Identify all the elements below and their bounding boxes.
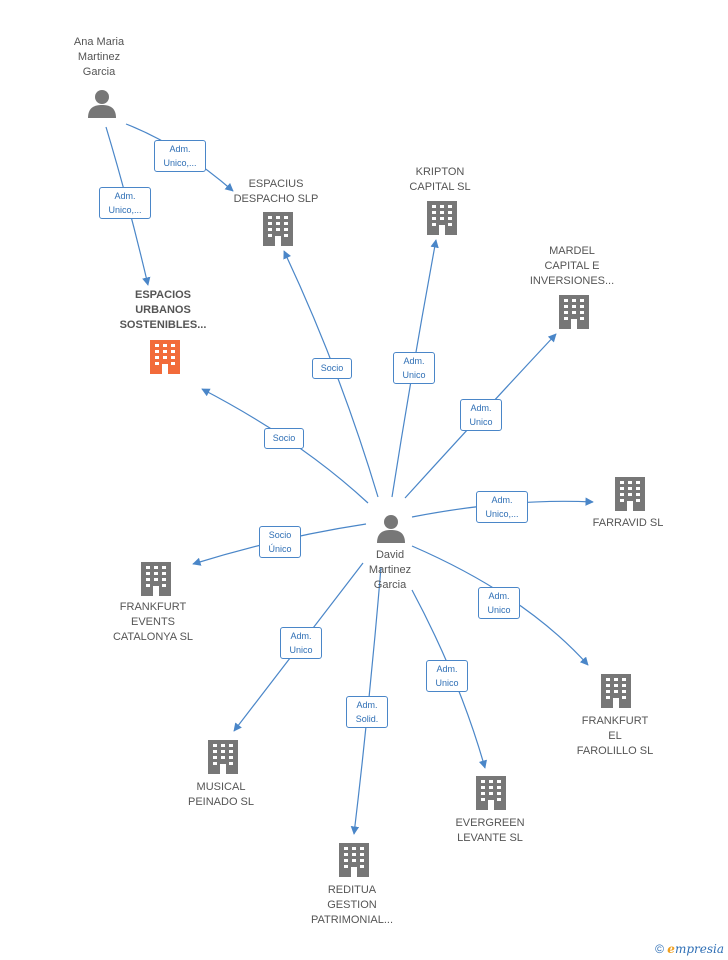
edge-label-david-frankfurt-events: Socio Único bbox=[259, 526, 301, 558]
edge-label-david-mardel: Adm. Unico bbox=[460, 399, 502, 431]
building-icon[interactable] bbox=[559, 295, 589, 329]
node-label-evergreen[interactable]: EVERGREEN LEVANTE SL bbox=[455, 817, 525, 844]
node-label-mardel[interactable]: MARDEL CAPITAL E INVERSIONES... bbox=[529, 245, 615, 287]
person-icon[interactable] bbox=[88, 90, 116, 118]
node-label-reditua[interactable]: REDITUA GESTION PATRIMONIAL... bbox=[310, 884, 394, 926]
node-label-ana[interactable]: Ana Maria Martinez Garcia bbox=[73, 36, 125, 78]
edge-label-david-evergreen: Adm. Unico bbox=[426, 660, 468, 692]
copyright-icon: © bbox=[655, 942, 664, 956]
node-label-espacios[interactable]: ESPACIOS URBANOS SOSTENIBLES... bbox=[119, 289, 207, 331]
edge-label-david-musical: Adm. Unico bbox=[280, 627, 322, 659]
edge-label-david-farravid: Adm. Unico,... bbox=[476, 491, 528, 523]
building-icon[interactable] bbox=[476, 776, 506, 810]
node-label-frankfurt-farolillo[interactable]: FRANKFURT EL FAROLILLO SL bbox=[576, 715, 654, 757]
node-label-farravid[interactable]: FARRAVID SL bbox=[592, 517, 664, 529]
edge-label-david-espacios: Socio bbox=[264, 428, 304, 449]
edge-label-ana-espacios: Adm. Unico,... bbox=[99, 187, 151, 219]
brand-logo[interactable]: empresia bbox=[667, 942, 724, 956]
building-icon[interactable] bbox=[339, 843, 369, 877]
building-icon[interactable] bbox=[427, 201, 457, 235]
building-icon[interactable] bbox=[150, 340, 180, 374]
building-icon[interactable] bbox=[601, 674, 631, 708]
node-label-david[interactable]: David Martinez Garcia bbox=[368, 549, 412, 591]
building-icon[interactable] bbox=[615, 477, 645, 511]
node-label-espacius[interactable]: ESPACIUS DESPACHO SLP bbox=[233, 178, 319, 205]
node-label-musical[interactable]: MUSICAL PEINADO SL bbox=[187, 781, 255, 808]
node-label-frankfurt-events[interactable]: FRANKFURT EVENTS CATALONYA SL bbox=[112, 601, 194, 643]
copyright-footer: © empresia bbox=[655, 942, 724, 956]
edge-label-david-frankfurt-farolillo: Adm. Unico bbox=[478, 587, 520, 619]
edge-label-david-espacius: Socio bbox=[312, 358, 352, 379]
edge-label-david-kripton: Adm. Unico bbox=[393, 352, 435, 384]
person-icon[interactable] bbox=[377, 515, 405, 543]
building-icon[interactable] bbox=[263, 212, 293, 246]
node-label-kripton[interactable]: KRIPTON CAPITAL SL bbox=[409, 166, 471, 193]
edge-label-ana-espacius: Adm. Unico,... bbox=[154, 140, 206, 172]
building-icon[interactable] bbox=[208, 740, 238, 774]
building-icon[interactable] bbox=[141, 562, 171, 596]
edge-label-david-reditua: Adm. Solid. bbox=[346, 696, 388, 728]
